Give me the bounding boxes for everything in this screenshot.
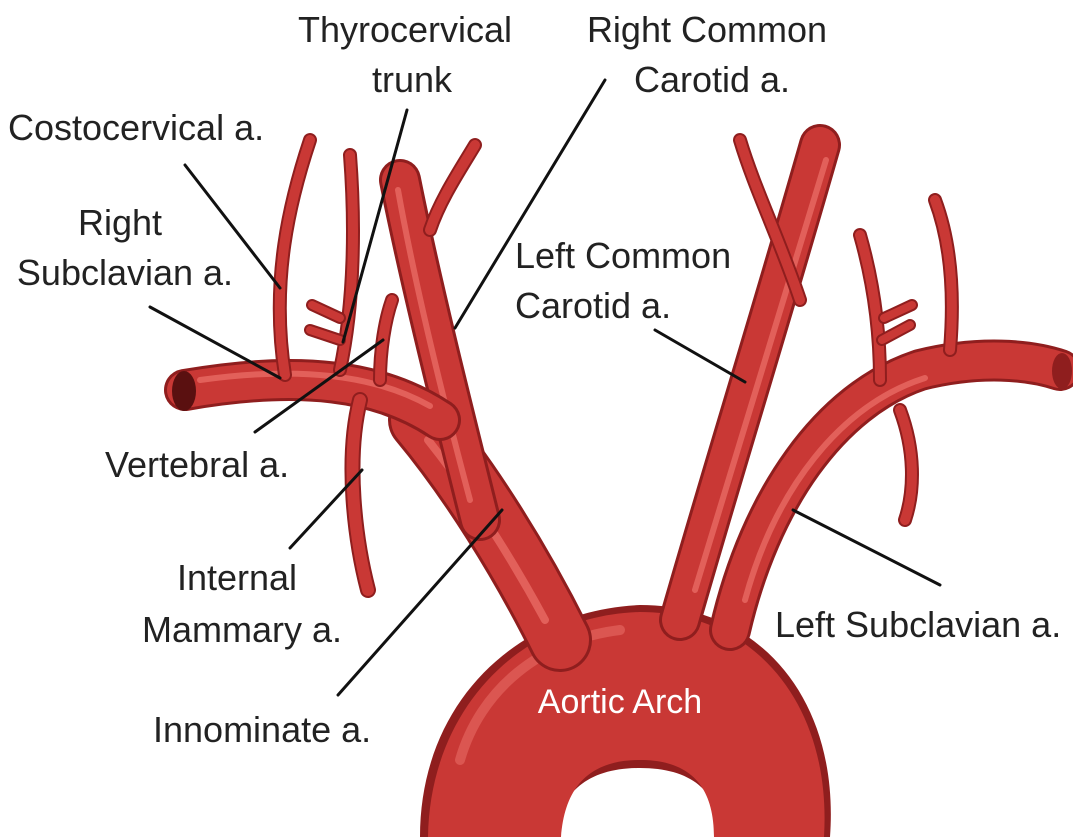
label-right-subclavian: Right Subclavian a. (17, 202, 233, 293)
label-costocervical: Costocervical a. (8, 107, 264, 148)
label-internal-mammary: Internal Mammary a. (142, 557, 342, 650)
label-right-common-carotid: Right Common Carotid a. (587, 9, 837, 100)
label-aortic-arch: Aortic Arch (538, 683, 702, 721)
label-left-common-carotid: Left Common Carotid a. (515, 235, 741, 326)
label-thyrocervical: Thyrocervical trunk (298, 9, 522, 100)
left-subclavian-artery (730, 353, 1072, 630)
label-vertebral: Vertebral a. (105, 444, 289, 485)
label-left-subclavian: Left Subclavian a. (775, 604, 1061, 645)
label-innominate: Innominate a. (153, 709, 371, 750)
leader-left-subclavian (793, 510, 940, 585)
aortic-arch (420, 605, 831, 837)
leader-left-common-carotid (655, 330, 745, 382)
